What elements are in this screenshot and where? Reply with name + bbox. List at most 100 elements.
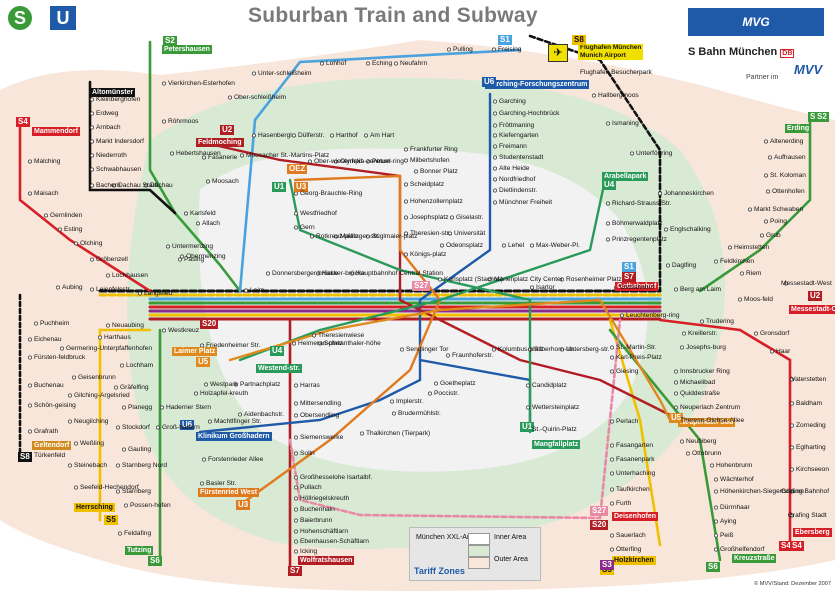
station-dot — [493, 133, 497, 138]
station-neubiberg: Neubiberg — [686, 438, 717, 445]
sbahn-muenchen-text: S Bahn München — [688, 46, 778, 58]
station-dot — [294, 496, 298, 501]
terminus-tag-kreuzstrasse: Kreuzstraße — [732, 554, 777, 563]
station-ebenhausen: Ebenhausen-Schäftlarn — [300, 538, 369, 545]
station-waechterhof: Wächterhof — [720, 476, 754, 483]
station-dot — [714, 477, 718, 482]
station-dot — [764, 219, 768, 224]
station-pasing: Pasing — [184, 256, 205, 263]
line-badge-s5: S5 — [104, 515, 118, 525]
station-trudering: Trudering — [706, 318, 734, 325]
station-isartor: Isartor — [536, 284, 555, 291]
station-allach: Allach — [202, 220, 220, 227]
station-riem: Riem — [746, 270, 762, 277]
line-badge-s2e: S2 — [808, 112, 822, 122]
station-dot — [294, 413, 298, 418]
station-harthof: Harthof — [336, 132, 358, 139]
station-fasanerie: Fasanerie — [208, 154, 238, 161]
line-badge-u6s: U6 — [180, 420, 195, 430]
line-badge-s3: S3 — [600, 560, 614, 570]
station-universitaet: Universität — [454, 230, 486, 237]
station-dot — [790, 423, 794, 428]
station-marienplatz: Marienplatz City Center — [494, 276, 563, 283]
line-badge-s2e2: S2 — [815, 112, 829, 122]
station-dot — [493, 177, 497, 182]
station-brudermuehl: Brudermühlstr. — [398, 410, 441, 417]
station-dot — [493, 166, 497, 171]
line-badge-s7: S7 — [622, 272, 636, 282]
station-garching: Garching — [499, 98, 526, 105]
station-dot — [294, 529, 298, 534]
station-dot — [114, 385, 118, 390]
station-thalkirchen: Thalkirchen (Tierpark) — [366, 430, 431, 437]
line-badge-s20s: S20 — [590, 520, 609, 530]
station-dot — [493, 155, 497, 160]
station-hasenbergl: Hasenbergl — [258, 132, 292, 139]
station-poing: Poing — [770, 218, 787, 225]
terminus-tag-ostbahnhof: Ostbahnhof — [615, 282, 659, 291]
station-altenerding: Altenerding — [770, 138, 804, 145]
station-grafing_bf: Grafing Bahnhof — [781, 488, 830, 495]
station-silberhorn: Silberhorn-str. — [534, 346, 576, 353]
terminus-tag-klinikum: Klinikum Großhadern — [196, 432, 272, 441]
station-dot — [34, 321, 38, 326]
station-sendlinger_tor: Sendlinger Tor — [406, 346, 449, 353]
station-lehel: Lehel — [508, 242, 525, 249]
station-dot — [610, 345, 614, 350]
station-petuelring: Petuel-ring — [372, 158, 404, 165]
station-basler: Basler Str. — [206, 480, 237, 487]
station-dot — [170, 151, 174, 156]
line-badge-u2: U2 — [220, 125, 235, 135]
station-dot — [72, 375, 76, 380]
station-eichenau: Eichenau — [34, 336, 62, 343]
station-stockdorf: Stockdorf — [122, 424, 150, 431]
station-dot — [790, 513, 794, 518]
station-dot — [90, 97, 94, 102]
station-dot — [294, 401, 298, 406]
station-dot — [658, 191, 662, 196]
tariff-zone-legend: München XXL-Area Inner Area Outer Area T… — [409, 527, 541, 581]
station-gernlinden: Gernlinden — [50, 212, 83, 219]
station-dot — [400, 347, 404, 352]
station-dot — [98, 335, 102, 340]
station-dot — [560, 277, 564, 282]
line-badge-u5: U5 — [196, 357, 211, 367]
terminus-tag-petershausen: Petershausen — [162, 45, 212, 54]
station-karlsplatz: Karlsplatz (Stachus) — [444, 276, 503, 283]
station-leuchtenbergring: Leuchtenberg-ring — [626, 312, 680, 319]
station-dot — [620, 313, 624, 318]
station-milbertshofen: Milbertshofen — [410, 157, 450, 164]
station-dot — [366, 61, 370, 66]
station-dot — [493, 111, 497, 116]
station-baierbrunn: Baierbrunn — [300, 517, 333, 524]
station-hallbergmoos: Hallbergmoos — [598, 92, 639, 99]
station-garching_hochbrueck: Garching-Hochbrück — [499, 110, 560, 117]
station-dot — [493, 99, 497, 104]
station-graefelfing: Gräfelfing — [120, 384, 149, 391]
line-badge-s7s: S7 — [288, 566, 302, 576]
station-dot — [294, 485, 298, 490]
station-dot — [404, 252, 408, 257]
station-tuerkenfeld: Türkenfeld — [34, 452, 66, 459]
station-laim: Laim — [250, 287, 265, 294]
station-westfriedhof: Westfriedhof — [300, 210, 337, 217]
station-dot — [200, 481, 204, 486]
station-dot — [60, 346, 64, 351]
station-dot — [700, 319, 704, 324]
station-unterhaching: Unterhaching — [616, 470, 656, 477]
station-ismaning: Ismaning — [612, 120, 639, 127]
station-goetheplatz: Goetheplatz — [440, 380, 476, 387]
station-koenigsplatz: Königs-platz — [410, 251, 447, 258]
station-dot — [606, 201, 610, 206]
station-gilching: Gilching-Argelsried — [74, 392, 130, 399]
station-moosach: Moosach — [212, 178, 239, 185]
line-badge-u1: U1 — [272, 182, 287, 192]
station-dot — [428, 391, 432, 396]
station-st_koloman: St. Koloman — [770, 172, 806, 179]
station-dot — [74, 485, 78, 490]
station-vierkirchen: Vierkirchen-Esterhofen — [168, 80, 235, 87]
station-olympiazentrum: Olympia-zentrum — [340, 158, 391, 165]
station-dot — [116, 463, 120, 468]
station-hauptbahnhof: Hauptbahnhof Central Station — [356, 270, 443, 277]
station-stiglmaier: Stiglmaier-platz — [372, 233, 418, 240]
